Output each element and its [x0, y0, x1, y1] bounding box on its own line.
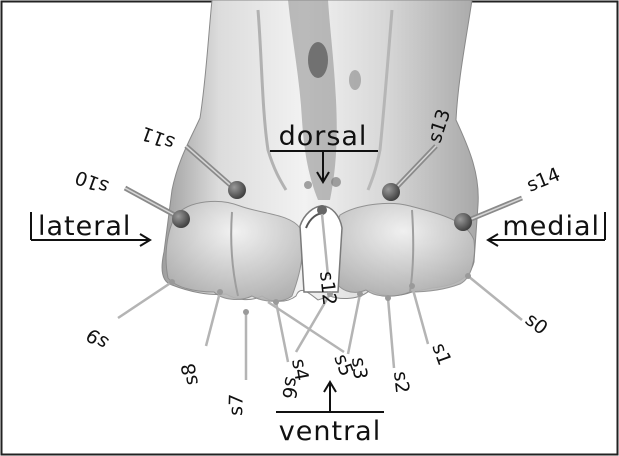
sensor-head-s10: [172, 210, 190, 228]
tip-s6: [273, 299, 279, 305]
sensor-label-s7: s7: [225, 393, 248, 416]
notch-marker: [317, 205, 327, 215]
tip-s0: [465, 273, 471, 279]
surface-spot: [331, 177, 341, 187]
ventral-label: ventral: [279, 416, 381, 447]
sensor-head-s11: [228, 181, 246, 199]
tip-s3: [357, 291, 363, 297]
tip-s7: [243, 309, 249, 315]
tip-s9: [169, 279, 175, 285]
tip-s2: [385, 295, 391, 301]
sensor-head-s14: [454, 213, 472, 231]
surface-pit: [349, 70, 361, 90]
medial-label: medial: [502, 211, 600, 242]
sensor-label-s12: s12: [315, 270, 340, 306]
tip-s8: [217, 289, 223, 295]
sensor-head-s13: [382, 183, 400, 201]
lateral-label: lateral: [38, 211, 131, 242]
direction-medial: medial: [488, 211, 605, 246]
sensor-label-s6: s6: [277, 375, 302, 400]
dorsal-label: dorsal: [279, 121, 368, 152]
surface-spot: [304, 181, 312, 189]
sensor-label-s8: s8: [177, 361, 202, 386]
tip-s1: [409, 283, 415, 289]
sensor-label-s2: s2: [389, 370, 413, 394]
nutrient-foramen: [308, 42, 328, 78]
